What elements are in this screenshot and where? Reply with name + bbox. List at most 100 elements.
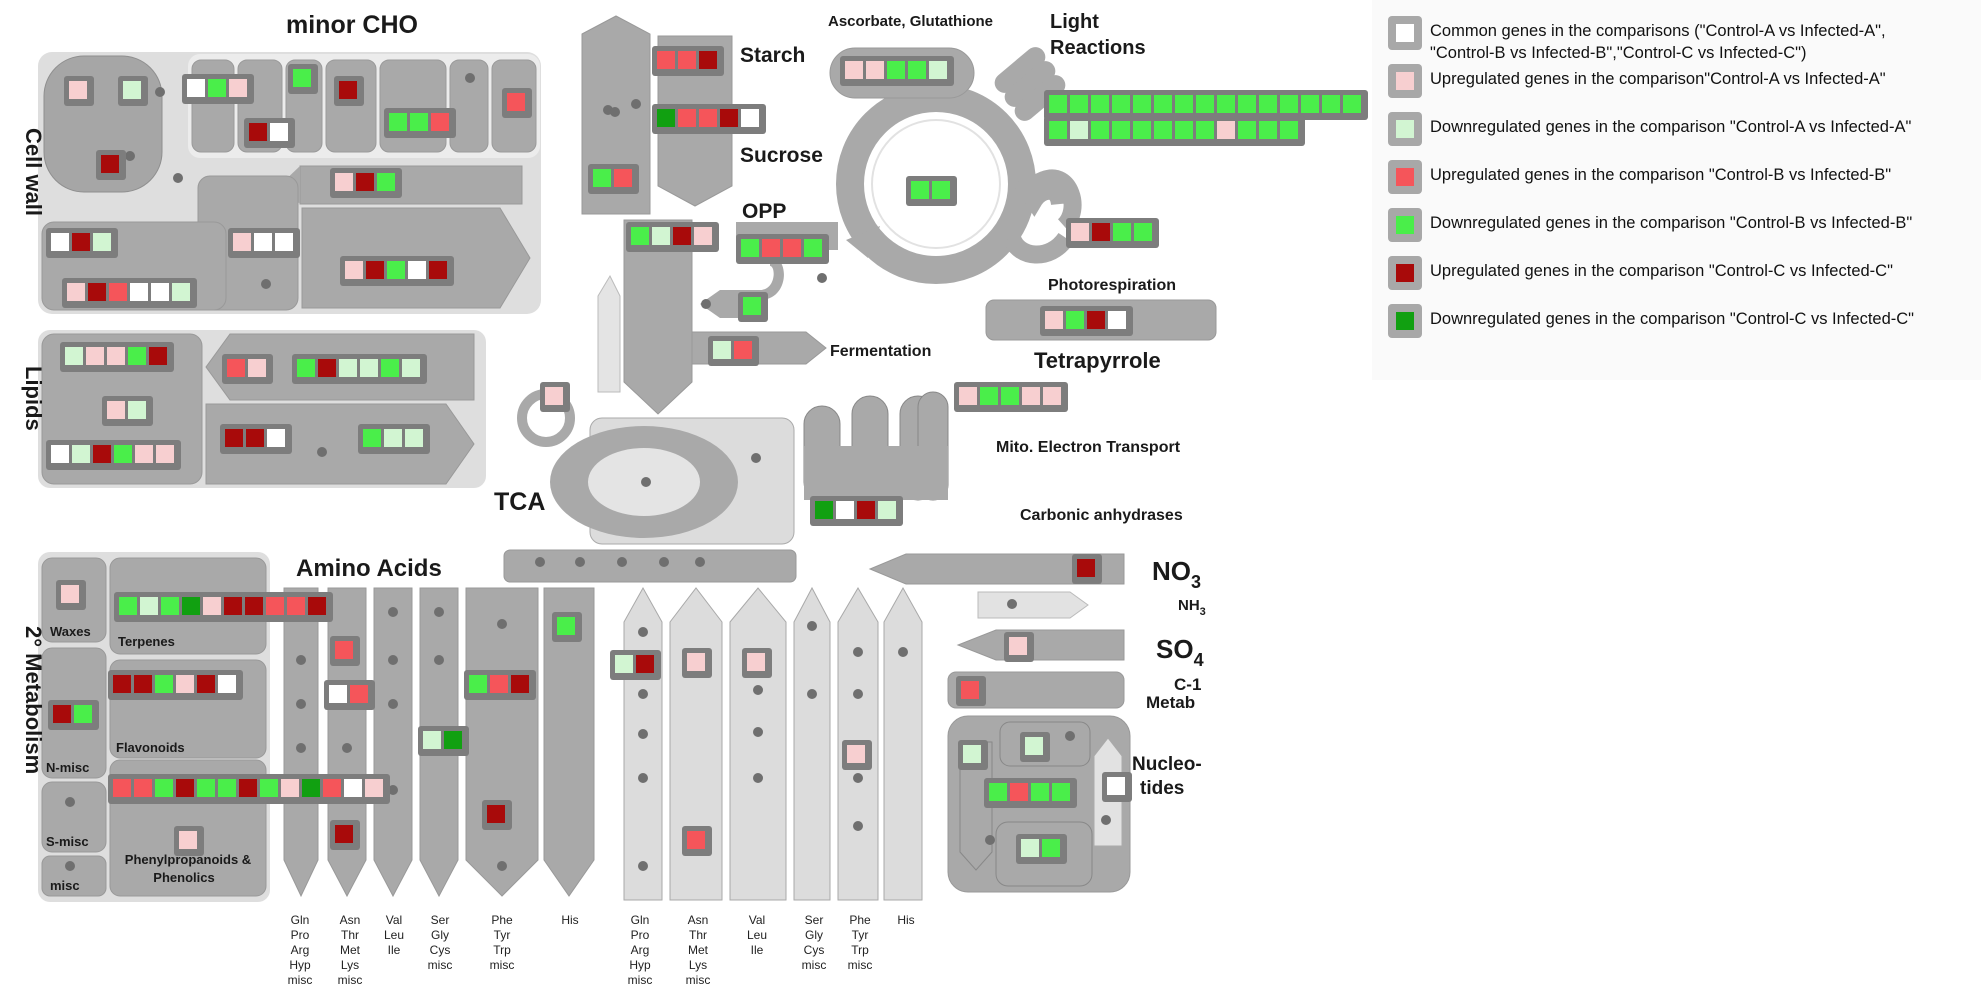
metabolite-dot: [296, 699, 306, 709]
metabolite-dot: [296, 743, 306, 753]
legend-label: Common genes in the comparisons ("Contro…: [1430, 22, 1886, 40]
minor-cho-cell-6: [449, 59, 489, 153]
amino-acid-label: Cys: [430, 943, 451, 957]
gene-cell: [762, 239, 780, 257]
amino-acid-label: Lys: [689, 958, 707, 972]
gene-cell: [1108, 311, 1126, 329]
gene-group-aa-11: [682, 826, 712, 856]
gene-cell: [345, 261, 363, 279]
gene-cell: [72, 233, 90, 251]
gene-cell: [74, 705, 92, 723]
gene-cell: [1175, 95, 1193, 113]
gene-cell: [107, 401, 125, 419]
gene-cell: [155, 675, 173, 693]
label-nucleo-b: tides: [1140, 778, 1184, 799]
amino-acid-label: Phe: [491, 913, 513, 927]
metabolite-dot: [342, 743, 352, 753]
gene-cell: [1001, 387, 1019, 405]
gene-cell: [678, 51, 696, 69]
gene-cell: [329, 685, 347, 703]
gene-cell: [1043, 387, 1061, 405]
gene-cell: [887, 61, 905, 79]
legend-label: Upregulated genes in the comparison "Con…: [1430, 166, 1891, 184]
gene-cell: [741, 239, 759, 257]
gene-cell: [266, 597, 284, 615]
legend-item: Upregulated genes in the comparison"Cont…: [1388, 64, 1886, 98]
amino-acid-label: His: [897, 913, 914, 927]
gene-cell: [72, 445, 90, 463]
gene-cell: [51, 233, 69, 251]
gene-cell: [1049, 121, 1067, 139]
amino-acid-label: misc: [802, 958, 827, 972]
gene-cell: [61, 585, 79, 603]
legend-label: Downregulated genes in the comparison "C…: [1430, 118, 1911, 136]
gene-cell: [614, 169, 632, 187]
aa-arrow-10: [793, 586, 831, 901]
gene-cell: [1112, 95, 1130, 113]
gene-cell: [963, 745, 981, 763]
gene-cell: [93, 233, 111, 251]
amino-acid-label: Val: [749, 913, 765, 927]
gene-cell: [1010, 783, 1028, 801]
gene-cell: [365, 779, 383, 797]
gene-cell: [866, 61, 884, 79]
gene-cell: [713, 341, 731, 359]
gene-group-cw-7: [340, 256, 454, 286]
label-c1-b: Metab: [1146, 693, 1195, 712]
gene-group-lip-6: [358, 424, 430, 454]
gene-cell: [335, 641, 353, 659]
gene-cell: [128, 401, 146, 419]
label-secondary-metabolism: 2° Metabolism: [21, 626, 46, 774]
gene-group-tetra-1: [954, 382, 1068, 412]
label-so4: SO4: [1156, 634, 1204, 670]
label-ascorbate: Ascorbate, Glutathione: [828, 13, 993, 30]
metabolite-dot: [173, 173, 183, 183]
metabolite-dot: [817, 273, 827, 283]
gene-cell: [335, 173, 353, 191]
metabolite-dot: [701, 299, 711, 309]
gene-cell: [339, 81, 357, 99]
gene-group-aa-10: [742, 648, 772, 678]
gene-cell: [135, 445, 153, 463]
gene-cell: [857, 501, 875, 519]
gene-cell: [233, 233, 251, 251]
gene-group-opp-2: [736, 234, 829, 264]
gene-cell: [267, 429, 285, 447]
so4-arrow: [956, 629, 1125, 661]
amino-acid-label: misc: [490, 958, 515, 972]
amino-acid-label: Tyr: [852, 928, 869, 942]
nh3-arrow: [977, 591, 1089, 619]
gene-cell: [1077, 559, 1095, 577]
photorespiration-cycle-2: [1003, 232, 1074, 264]
mito-base: [804, 446, 948, 500]
amino-acids-bar: [503, 549, 797, 583]
gene-cell: [114, 445, 132, 463]
gene-cell: [743, 297, 761, 315]
legend-swatch: [1396, 264, 1414, 282]
gene-group-no3-1: [1072, 554, 1102, 584]
label-light-1: Light: [1050, 11, 1099, 33]
metabolite-dot: [617, 557, 627, 567]
label-minor-cho: minor CHO: [286, 11, 418, 39]
gene-cell: [377, 173, 395, 191]
gene-cell: [636, 655, 654, 673]
legend-swatch: [1396, 312, 1414, 330]
gene-group-aa-12: [842, 740, 872, 770]
gene-cell: [1092, 223, 1110, 241]
gene-cell: [93, 445, 111, 463]
gene-group-cycle-1: [906, 176, 957, 206]
gene-cell: [297, 359, 315, 377]
label-starch: Starch: [740, 44, 805, 67]
metabolite-dot: [575, 557, 585, 567]
gene-cell: [107, 347, 125, 365]
gene-cell: [323, 779, 341, 797]
legend: Common genes in the comparisons ("Contro…: [1372, 0, 1981, 380]
metabolite-dot: [388, 785, 398, 795]
gene-cell: [53, 705, 71, 723]
gene-group-phenyl-2: [174, 826, 204, 856]
gene-cell: [615, 655, 633, 673]
metabolite-dot: [853, 647, 863, 657]
gene-cell: [1087, 311, 1105, 329]
gene-cell: [344, 779, 362, 797]
gene-cell: [161, 597, 179, 615]
